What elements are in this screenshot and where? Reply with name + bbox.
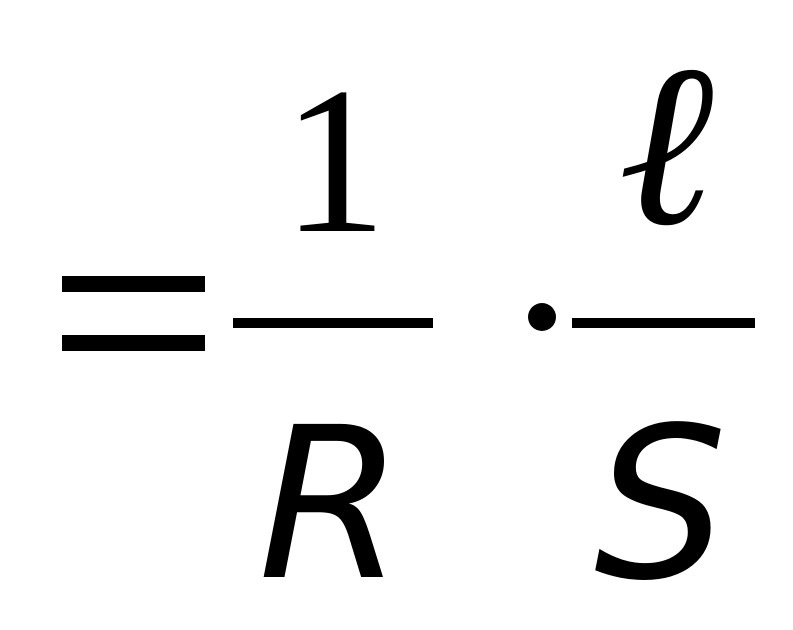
- fraction1-bar: [233, 318, 433, 328]
- fraction1-denominator: R: [258, 382, 404, 627]
- fraction1-numerator: 1: [282, 45, 387, 277]
- multiplication-dot: [528, 303, 556, 331]
- fraction2-bar: [572, 318, 755, 328]
- equals-sign-bottom-bar: [62, 335, 205, 351]
- equals-sign-top-bar: [62, 276, 205, 292]
- fraction2-denominator: S: [594, 382, 728, 627]
- fraction2-numerator: ℓ: [618, 11, 714, 278]
